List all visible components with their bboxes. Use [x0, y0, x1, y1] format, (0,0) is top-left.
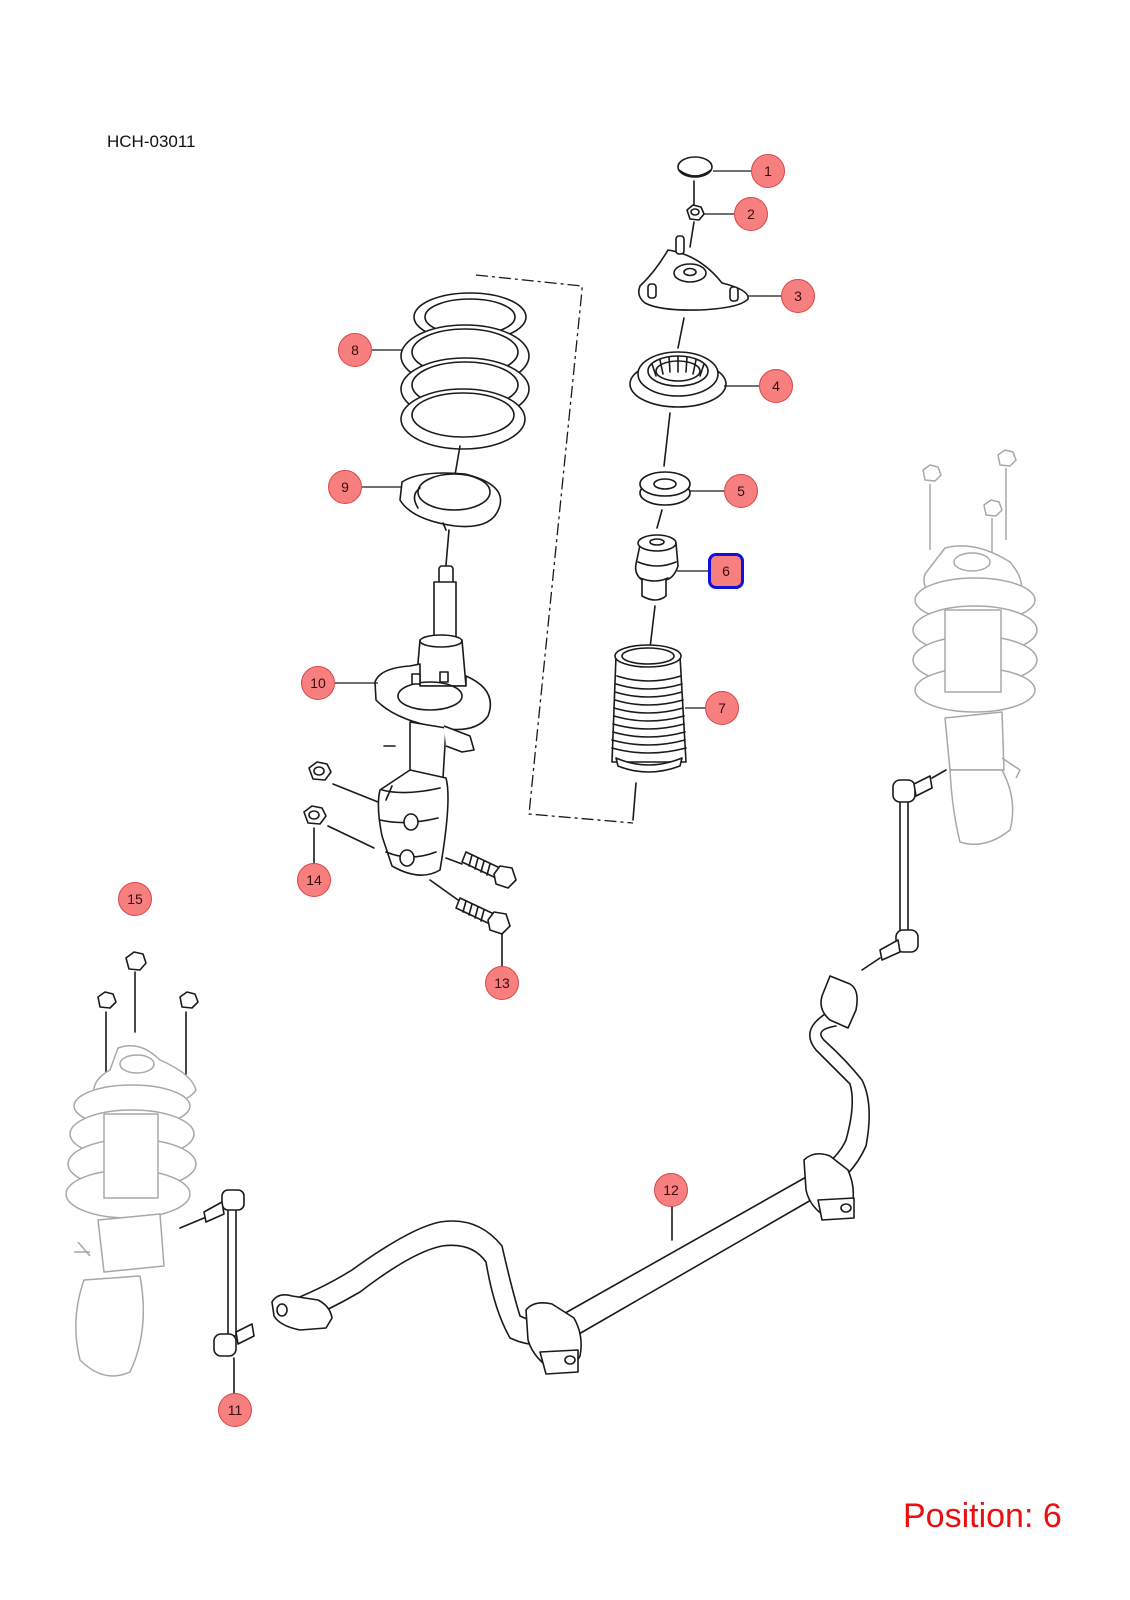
part-7-dust-boot[interactable]: [611, 644, 687, 773]
assembly-bracket: [475, 274, 634, 824]
callout-2[interactable]: 2: [734, 197, 768, 231]
part-12-stabilizer-bar[interactable]: [271, 975, 870, 1375]
callout-13[interactable]: 13: [485, 966, 519, 1000]
callout-5[interactable]: 5: [724, 474, 758, 508]
position-label: Position: 6: [903, 1497, 1062, 1535]
callout-6-selected[interactable]: 6: [708, 553, 744, 589]
callout-12[interactable]: 12: [654, 1173, 688, 1207]
callout-10[interactable]: 10: [301, 666, 335, 700]
callout-3[interactable]: 3: [781, 279, 815, 313]
part-9-spring-seat[interactable]: [399, 472, 502, 531]
left-strut-reference: [65, 951, 199, 1377]
callout-14[interactable]: 14: [297, 863, 331, 897]
right-strut-reference: [912, 449, 1038, 845]
stabilizer-link-right[interactable]: [879, 775, 933, 961]
diagram-code: HCH-03011: [107, 132, 196, 151]
callout-11[interactable]: 11: [218, 1393, 252, 1427]
callout-8[interactable]: 8: [338, 333, 372, 367]
part-6-bump-stop[interactable]: [634, 534, 679, 601]
part-10-strut-assembly[interactable]: [374, 565, 492, 876]
part-2-nut[interactable]: [686, 204, 705, 221]
part-11-stabilizer-link-left[interactable]: [203, 1189, 255, 1357]
callout-4[interactable]: 4: [759, 369, 793, 403]
part-13-bolts[interactable]: [455, 851, 517, 935]
part-1-cap[interactable]: [677, 156, 713, 178]
part-3-top-mount[interactable]: [638, 235, 749, 311]
part-14-nuts[interactable]: [303, 761, 332, 825]
callout-7[interactable]: 7: [705, 691, 739, 725]
callout-15[interactable]: 15: [118, 882, 152, 916]
part-8-coil-spring[interactable]: [400, 292, 530, 450]
part-5-washer[interactable]: [639, 471, 691, 506]
callout-1[interactable]: 1: [751, 154, 785, 188]
callout-leaders: [335, 170, 781, 709]
callout-9[interactable]: 9: [328, 470, 362, 504]
part-4-strut-bearing[interactable]: [629, 351, 727, 408]
